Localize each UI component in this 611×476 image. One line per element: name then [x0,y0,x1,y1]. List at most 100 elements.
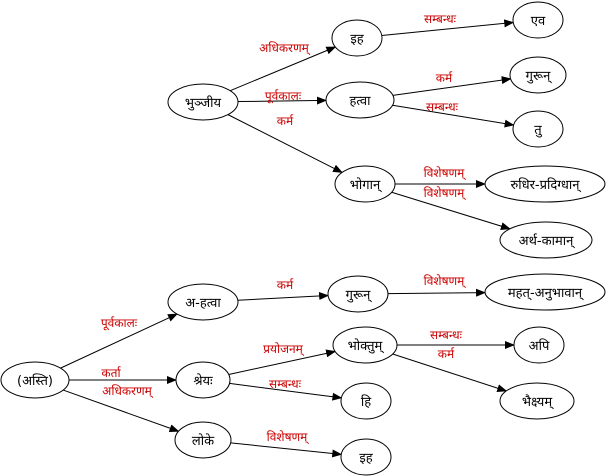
edge-label: कर्म [277,278,294,292]
node-ellipse [175,361,231,399]
edge-label: विशेषणम् [424,186,467,201]
edge-label: विशेषणम् [424,274,467,289]
node-ellipse [167,283,239,321]
node-label: इह [359,451,373,466]
edge-shreyah-to-bhoktum: प्रयोजनम् [228,342,337,375]
node-bhunjiya: भुञ्जीय [167,83,239,121]
edge-loke-to-ih2: विशेषणम् [230,430,343,458]
node-ellipse [332,326,398,364]
node-label: तु [534,123,542,138]
node-ellipse [327,275,389,313]
edge-label: कर्म [438,347,455,361]
edge-arrow [228,349,337,375]
edge-label: सम्बन्धः [269,377,302,391]
node-label: हि [361,394,372,410]
edge-bhunjiya-to-bhogan: कर्म [227,114,343,173]
node-label: भोक्तुम् [348,338,385,354]
node-label: (अस्ति) [17,373,53,389]
node-ellipse [167,83,239,121]
node-ellipse [512,110,564,148]
node-label: महत्-अनुभावान् [508,286,584,301]
node-ellipse [334,165,396,203]
node-loke: लोके [174,421,232,459]
edge-bhogan-to-artha: विशेषणम् [391,186,511,230]
edge-arrow [392,104,515,128]
edge-shreyah-to-hi: सम्बन्धः [229,377,343,401]
node-shreyah: श्रेयः [175,361,231,399]
node-ellipse [499,382,575,420]
edge-label: कर्म [277,114,294,128]
node-hatva: हत्वा [325,81,395,119]
edge-asti-to-loke: अधिकरणम् [63,384,180,432]
edge-label: कर्म [436,71,453,85]
node-asti: (अस्ति) [0,361,70,399]
edge-arrow [237,96,328,105]
node-label: हत्वा [350,94,372,109]
node-label: अ-हत्वा [185,296,221,311]
edge-arrow [237,292,330,301]
node-eva: एव [512,1,564,39]
node-bhoktum: भोक्तुम् [332,326,398,364]
edge-arrow [392,353,508,393]
edge-label: सम्बन्धः [430,328,463,342]
edge-arrow [387,288,487,297]
node-label: अर्थ-कामान् [519,233,576,249]
node-ellipse [512,1,564,39]
node-label: रुधिर-प्रदिग्धान् [510,177,581,193]
node-ellipse [509,56,567,94]
edge-arrow [392,76,512,96]
node-ellipse [484,273,606,311]
node-ih1: इह [331,19,383,57]
node-tu: तु [512,110,564,148]
node-hi: हि [340,382,392,420]
edge-bhunjiya-to-hatva: पूर्वकालः [237,89,328,105]
node-bhaikshyam: भैक्ष्यम् [499,382,575,420]
node-ahatva: अ-हत्वा [167,283,239,321]
edge-bhoktum-to-bhaikshyam: कर्म [392,347,508,393]
edge-label: अधिकरणम् [259,41,311,56]
node-rudhira: रुधिर-प्रदिग्धान् [484,165,606,203]
node-api: अपि [513,326,565,364]
edge-bhunjiya-to-ih1: अधिकरणम् [230,41,337,92]
node-label: लोके [192,433,215,449]
edge-bhoktum-to-api: सम्बन्धः [397,328,515,349]
edge-arrow [60,313,178,369]
edge-asti-to-shreyah: कर्ता [69,366,177,384]
node-ellipse [484,165,606,203]
node-ih2: इह [340,438,392,476]
edge-arrow [229,382,343,401]
node-ellipse [340,438,392,476]
node-gurun2: गुरून् [327,275,389,313]
node-ellipse [174,421,232,459]
node-label: भैक्ष्यम् [522,394,554,410]
edge-label: सम्बन्धः [426,100,459,114]
edge-arrow [391,191,511,230]
edge-label: कर्ता [101,366,121,380]
node-label: श्रेयः [193,373,213,389]
edge-arrow [227,114,343,173]
node-gurun1: गुरून् [509,56,567,94]
edge-asti-to-ahatva: पूर्वकालः [60,313,178,369]
edge-label: प्रयोजनम् [263,342,305,357]
edge-label: सम्बन्धः [424,12,457,26]
node-ellipse [0,361,70,399]
node-bhogan: भोगान् [334,165,396,203]
node-artha: अर्थ-कामान् [499,221,593,259]
edge-arrow [230,46,337,92]
node-label: भुञ्जीय [185,95,222,111]
node-mahat: महत्-अनुभावान् [484,273,606,311]
edge-hatva-to-gurun1: कर्म [392,71,512,96]
edge-label: विशेषणम् [267,430,310,445]
node-label: अपि [529,338,550,354]
node-label: गुरून् [346,288,373,303]
edges-layer: अधिकरणम् सम्बन्धः पूर्वकालः कर्म सम्बन्धः कर्… [60,12,515,458]
edge-arrow [230,442,343,458]
edge-gurun2-to-mahat: विशेषणम् [387,274,487,297]
edge-hatva-to-tu: सम्बन्धः [392,100,515,128]
node-label: इह [350,32,364,47]
node-ellipse [325,81,395,119]
node-label: गुरून् [526,69,553,84]
edge-label: विशेषणम् [424,166,467,181]
